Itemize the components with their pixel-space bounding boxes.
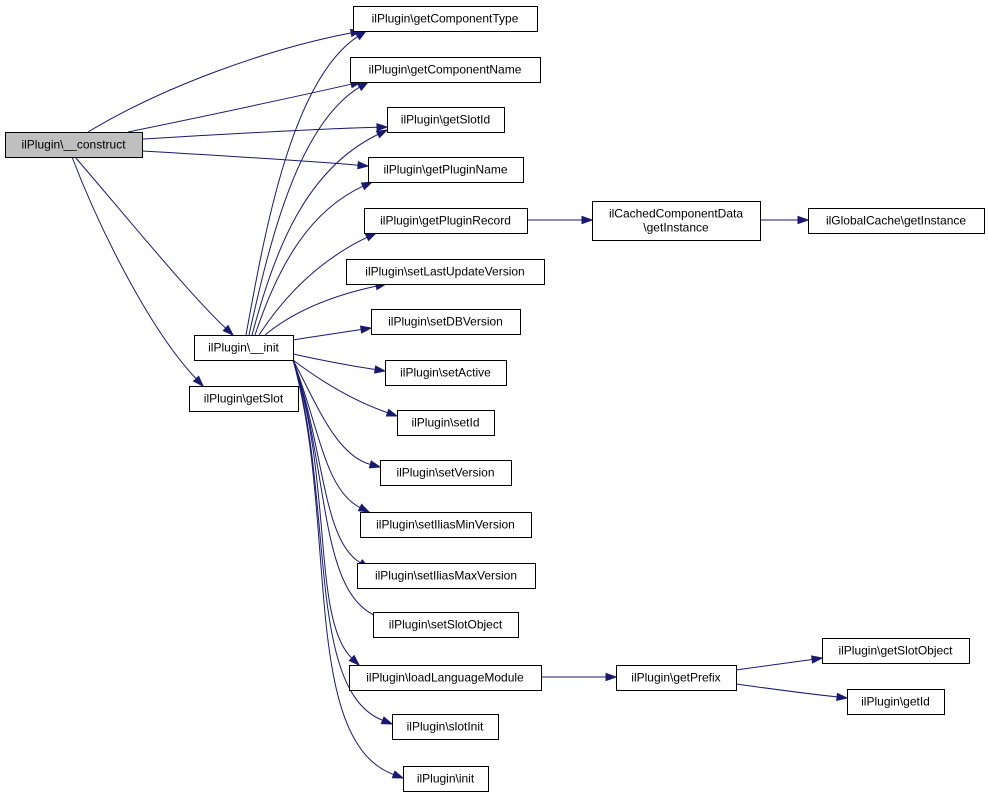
node-setIliasMinVersion[interactable]: ilPlugin\setIliasMinVersion — [360, 512, 532, 538]
node-setIliasMaxVersion[interactable]: ilPlugin\setIliasMaxVersion — [357, 563, 536, 589]
arrowhead-icon — [385, 408, 399, 417]
node-setId[interactable]: ilPlugin\setId — [397, 410, 495, 436]
edge-construct-to-getPluginName — [141, 150, 370, 170]
edge-init_-to-init — [292, 359, 405, 779]
node-label: ilPlugin\init — [417, 772, 475, 786]
node-init[interactable]: ilPlugin\init — [403, 766, 489, 792]
node-label: ilPlugin\setDBVersion — [388, 315, 503, 329]
arrowhead-icon — [373, 365, 387, 374]
node-label: ilPlugin\setActive — [400, 366, 491, 380]
edge-init_-to-setActive — [292, 353, 387, 374]
edge-getPrefix-to-getSlotObject — [735, 655, 824, 671]
arrowhead-icon — [836, 692, 849, 702]
arrowhead-icon — [368, 460, 382, 469]
node-label: ilPlugin\getPrefix — [631, 671, 720, 685]
edge-init_-to-getComponentName — [248, 81, 370, 336]
node-label: ilPlugin\slotInit — [407, 720, 484, 734]
node-setDBVersion[interactable]: ilPlugin\setDBVersion — [371, 309, 521, 335]
node-label: ilPlugin\getComponentName — [369, 63, 522, 77]
arrowhead-icon — [810, 655, 824, 664]
node-construct[interactable]: ilPlugin\__construct — [5, 132, 143, 158]
node-getSlotId[interactable]: ilPlugin\getSlotId — [387, 107, 505, 133]
edge-init_-to-setId — [292, 359, 399, 417]
arrowhead-icon — [354, 30, 368, 41]
node-globalGetInstance[interactable]: ilGlobalCache\getInstance — [808, 208, 985, 234]
node-loadLanguageModule[interactable]: ilPlugin\loadLanguageModule — [349, 665, 542, 691]
node-label: ilPlugin\setVersion — [396, 466, 494, 480]
edge-getPluginRecord-to-cachedGetInstance — [527, 215, 594, 225]
arrowhead-icon — [605, 672, 618, 682]
arrowhead-icon — [192, 375, 205, 388]
edge-loadLanguageModule-to-getPrefix — [541, 672, 618, 682]
node-label: ilPlugin\getSlot — [204, 392, 284, 406]
arrowhead-icon — [357, 160, 370, 170]
edge-init_-to-loadLanguageModule — [292, 359, 361, 667]
node-label: ilPlugin\getComponentType — [372, 12, 519, 26]
edge-init_-to-getComponentType — [245, 30, 368, 336]
node-label: ilCachedComponentData — [609, 207, 743, 221]
node-label: ilPlugin\__init — [208, 341, 279, 355]
node-label: ilPlugin\getSlotId — [401, 113, 490, 127]
node-setActive[interactable]: ilPlugin\setActive — [385, 360, 507, 386]
edge-init_-to-getPluginName — [254, 181, 374, 336]
edge-init_-to-setVersion — [292, 359, 382, 469]
node-init_[interactable]: ilPlugin\__init — [194, 335, 294, 361]
arrowhead-icon — [357, 503, 371, 513]
arrowhead-icon — [375, 129, 389, 139]
node-label: \getInstance — [643, 221, 709, 235]
arrowhead-icon — [380, 716, 394, 725]
node-label: ilPlugin\__construct — [21, 138, 126, 152]
node-slotInit[interactable]: ilPlugin\slotInit — [392, 714, 499, 740]
node-getPluginRecord[interactable]: ilPlugin\getPluginRecord — [364, 208, 528, 234]
node-getId[interactable]: ilPlugin\getId — [847, 689, 945, 715]
arrowhead-icon — [391, 770, 405, 779]
node-cachedGetInstance[interactable]: ilCachedComponentData\getInstance — [592, 201, 761, 241]
node-setSlotObject[interactable]: ilPlugin\setSlotObject — [373, 612, 519, 638]
edge-construct-to-getSlot — [71, 156, 205, 388]
node-getPrefix[interactable]: ilPlugin\getPrefix — [616, 665, 737, 691]
node-getPluginName[interactable]: ilPlugin\getPluginName — [368, 157, 524, 183]
arrowhead-icon — [356, 81, 370, 92]
node-label: ilPlugin\getId — [861, 695, 930, 709]
node-label: ilPlugin\loadLanguageModule — [366, 671, 524, 685]
edge-init_-to-getSlotId — [251, 129, 389, 336]
node-label: ilPlugin\setIliasMinVersion — [376, 518, 515, 532]
arrowhead-icon — [797, 215, 810, 225]
node-getComponentName[interactable]: ilPlugin\getComponentName — [350, 57, 541, 83]
node-label: ilPlugin\getPluginRecord — [380, 214, 511, 228]
node-getSlot[interactable]: ilPlugin\getSlot — [189, 386, 299, 412]
node-setLastUpdateVersion[interactable]: ilPlugin\setLastUpdateVersion — [346, 259, 545, 285]
node-label: ilPlugin\getPluginName — [383, 163, 507, 177]
edge-construct-to-init_ — [74, 156, 235, 337]
arrowhead-icon — [359, 325, 373, 334]
edge-init_-to-slotInit — [292, 359, 394, 725]
node-label: ilGlobalCache\getInstance — [826, 214, 966, 228]
arrowhead-icon — [348, 654, 361, 667]
node-setVersion[interactable]: ilPlugin\setVersion — [380, 460, 512, 486]
node-getSlotObject[interactable]: ilPlugin\getSlotObject — [822, 638, 970, 664]
node-getComponentType[interactable]: ilPlugin\getComponentType — [353, 6, 538, 32]
edge-getPrefix-to-getId — [735, 683, 849, 702]
node-label: ilPlugin\setIliasMaxVersion — [375, 569, 517, 583]
node-label: ilPlugin\setId — [411, 416, 479, 430]
edge-construct-to-getComponentName — [127, 80, 363, 133]
arrowhead-icon — [376, 123, 389, 132]
edge-construct-to-getSlotId — [141, 123, 389, 140]
edge-init_-to-setIliasMinVersion — [292, 359, 371, 513]
node-label: ilPlugin\setLastUpdateVersion — [365, 265, 524, 279]
arrowhead-icon — [364, 232, 378, 242]
edge-construct-to-getComponentType — [87, 28, 363, 133]
node-label: ilPlugin\getSlotObject — [838, 644, 953, 658]
edge-cachedGetInstance-to-globalGetInstance — [760, 215, 810, 225]
arrowhead-icon — [222, 324, 235, 337]
node-label: ilPlugin\setSlotObject — [389, 618, 503, 632]
edge-init_-to-setDBVersion — [292, 325, 373, 341]
arrowhead-icon — [581, 215, 594, 225]
arrowhead-icon — [360, 181, 374, 191]
